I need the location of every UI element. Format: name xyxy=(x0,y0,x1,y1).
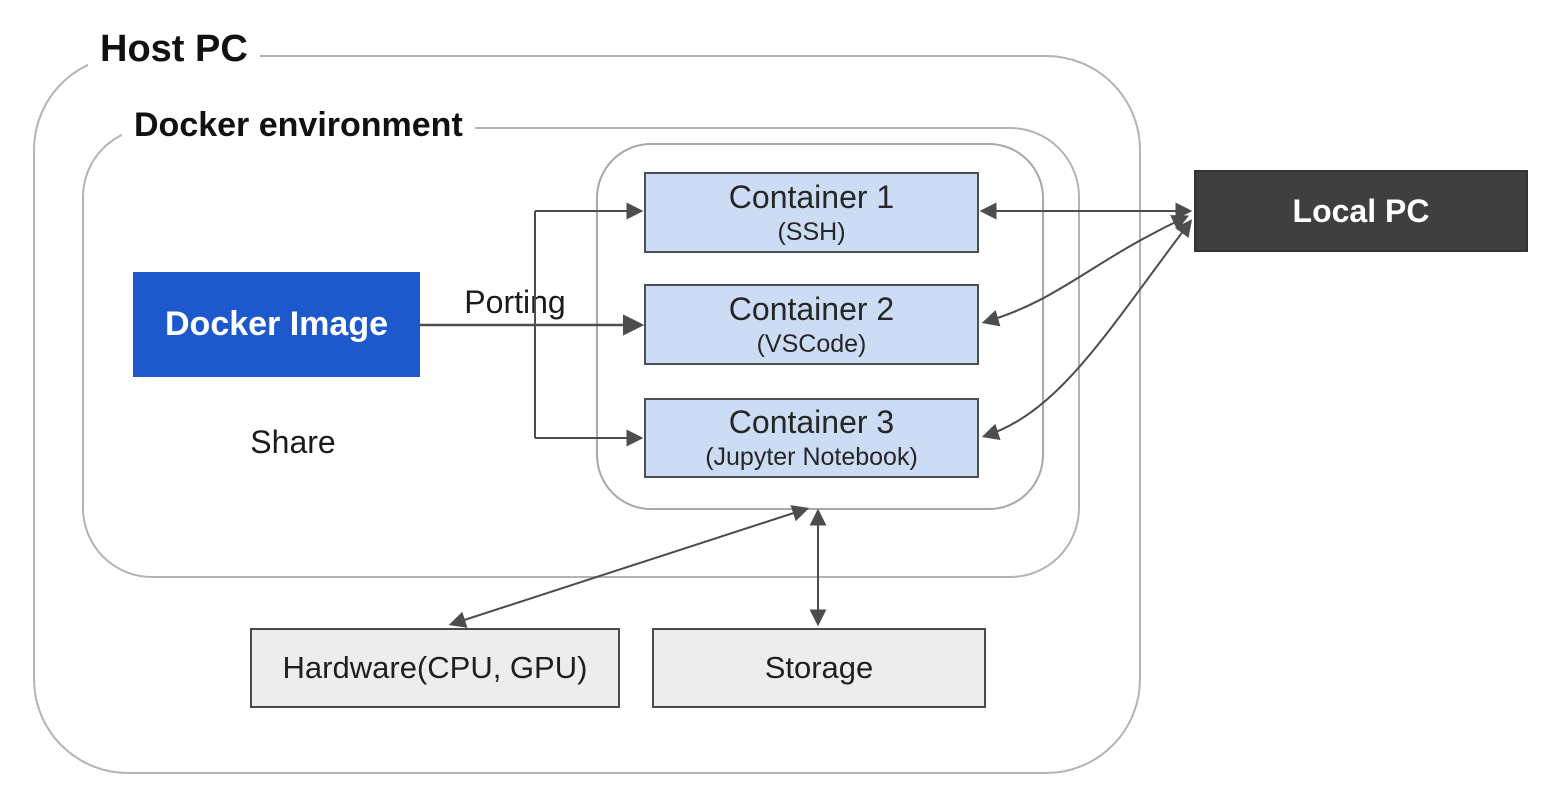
docker-environment-label: Docker environment xyxy=(122,106,475,146)
container-2-box: Container 2 (VSCode) xyxy=(644,284,979,365)
porting-label: Porting xyxy=(464,284,566,320)
storage-box: Storage xyxy=(652,628,986,708)
container-3-title: Container 3 xyxy=(728,404,895,441)
docker-image-box: Docker Image xyxy=(133,272,420,377)
hardware-box: Hardware(CPU, GPU) xyxy=(250,628,620,708)
container-3-box: Container 3 (Jupyter Notebook) xyxy=(644,398,979,478)
docker-image-label: Docker Image xyxy=(165,305,388,343)
local-pc-box: Local PC xyxy=(1194,170,1528,252)
hardware-label: Hardware(CPU, GPU) xyxy=(282,650,588,685)
container-1-subtitle: (SSH) xyxy=(777,217,846,246)
share-label: Share xyxy=(250,424,336,460)
container-2-subtitle: (VSCode) xyxy=(756,329,867,358)
local-pc-label: Local PC xyxy=(1292,192,1430,229)
storage-label: Storage xyxy=(764,650,874,685)
container-2-title: Container 2 xyxy=(728,290,895,327)
container-1-title: Container 1 xyxy=(728,178,895,215)
container-1-box: Container 1 (SSH) xyxy=(644,172,979,253)
container-3-subtitle: (Jupyter Notebook) xyxy=(705,443,918,472)
host-pc-label: Host PC xyxy=(88,28,260,72)
